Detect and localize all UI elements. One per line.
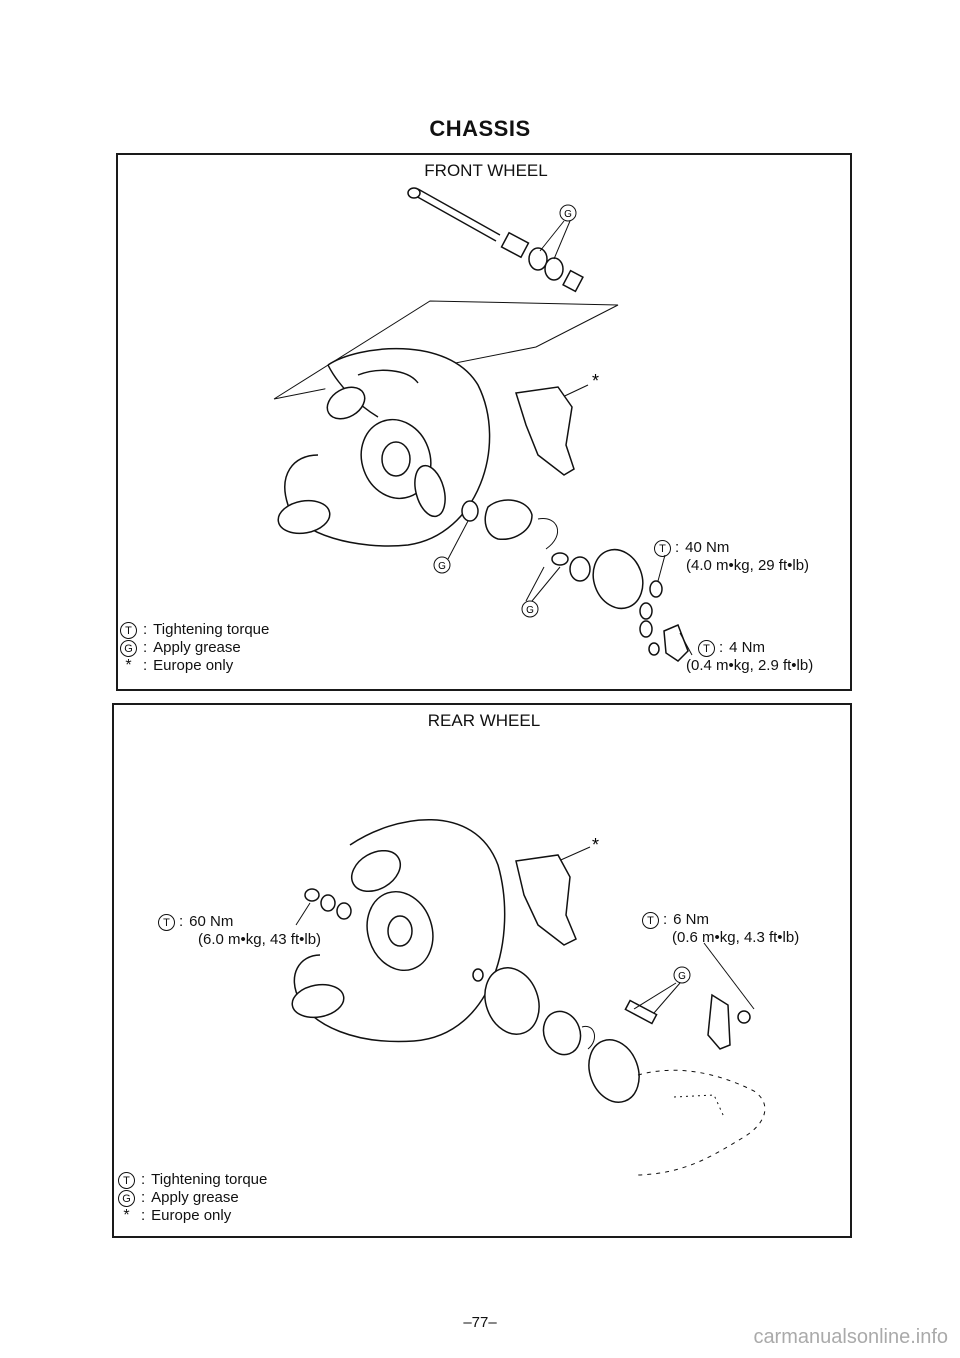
torque-symbol-icon: T — [654, 539, 671, 557]
svg-text:G: G — [526, 605, 534, 616]
front-torque-small-value: 4 Nm — [729, 639, 766, 656]
svg-text:G: G — [564, 209, 572, 220]
rear-torque-axle-detail: (6.0 m•kg, 43 ft•lb) — [198, 931, 322, 948]
svg-text:*: * — [592, 835, 599, 855]
page-number: –77– — [463, 1314, 497, 1331]
front-torque-hub-callout: T : 40 Nm (4.0 m•kg, 29 ft•lb) — [654, 539, 809, 575]
front-torque-small-callout: T : 4 Nm (0.4 m•kg, 2.9 ft•lb) — [686, 639, 814, 674]
front-wheel-diagram: G * G — [273, 187, 693, 662]
front-torque-small-detail: (0.4 m•kg, 2.9 ft•lb) — [686, 657, 814, 674]
grease-symbol-icon: G — [118, 1189, 135, 1207]
svg-text:G: G — [438, 561, 446, 572]
rear-torque-arm-detail: (0.6 m•kg, 4.3 ft•lb) — [672, 929, 800, 946]
asterisk-icon: * — [125, 657, 132, 674]
rear-legend: T : Tightening torque G : Apply grease *… — [118, 1171, 267, 1225]
grease-symbol-icon: G — [120, 639, 137, 657]
rear-torque-axle-value: 60 Nm — [189, 913, 234, 930]
legend-row-grease: G : Apply grease — [120, 639, 269, 657]
watermark-text: carmanualsonline.info — [753, 1326, 948, 1348]
front-wheel-panel: FRONT WHEEL G * — [116, 153, 852, 691]
rear-torque-arm-callout: T : 6 Nm (0.6 m•kg, 4.3 ft•lb) — [642, 911, 799, 947]
legend-row-europe: * : Europe only — [118, 1207, 267, 1225]
torque-symbol-icon: T — [120, 621, 137, 639]
legend-row-torque: T : Tightening torque — [120, 621, 269, 639]
torque-symbol-icon: T — [642, 911, 659, 929]
page-heading: CHASSIS — [429, 116, 531, 141]
torque-symbol-icon: T — [698, 639, 715, 657]
front-legend: T : Tightening torque G : Apply grease *… — [120, 621, 269, 675]
rear-wheel-panel: REAR WHEEL * G — [112, 703, 852, 1238]
front-axle — [407, 187, 501, 242]
front-wheel-title: FRONT WHEEL — [424, 161, 548, 180]
legend-torque-label: Tightening torque — [151, 1171, 268, 1188]
legend-europe-label: Europe only — [151, 1207, 232, 1224]
torque-symbol-icon: T — [118, 1171, 135, 1189]
front-torque-hub-value: 40 Nm — [685, 539, 730, 556]
legend-grease-label: Apply grease — [151, 1189, 239, 1206]
legend-europe-label: Europe only — [153, 657, 234, 674]
svg-text:G: G — [678, 971, 686, 982]
legend-row-grease: G : Apply grease — [118, 1189, 267, 1207]
rear-torque-arm-value: 6 Nm — [673, 911, 710, 928]
rear-wheel-diagram: * G — [291, 819, 766, 1176]
legend-row-europe: * : Europe only — [120, 657, 269, 675]
legend-grease-label: Apply grease — [153, 639, 241, 656]
legend-torque-label: Tightening torque — [153, 621, 270, 638]
asterisk-icon: * — [123, 1207, 130, 1224]
front-torque-hub-detail: (4.0 m•kg, 29 ft•lb) — [686, 557, 810, 574]
svg-text:*: * — [592, 371, 599, 391]
torque-symbol-icon: T — [158, 913, 175, 931]
legend-row-torque: T : Tightening torque — [118, 1171, 267, 1189]
rear-torque-axle-callout: T : 60 Nm (6.0 m•kg, 43 ft•lb) — [158, 913, 321, 949]
rear-wheel-title: REAR WHEEL — [427, 711, 541, 730]
